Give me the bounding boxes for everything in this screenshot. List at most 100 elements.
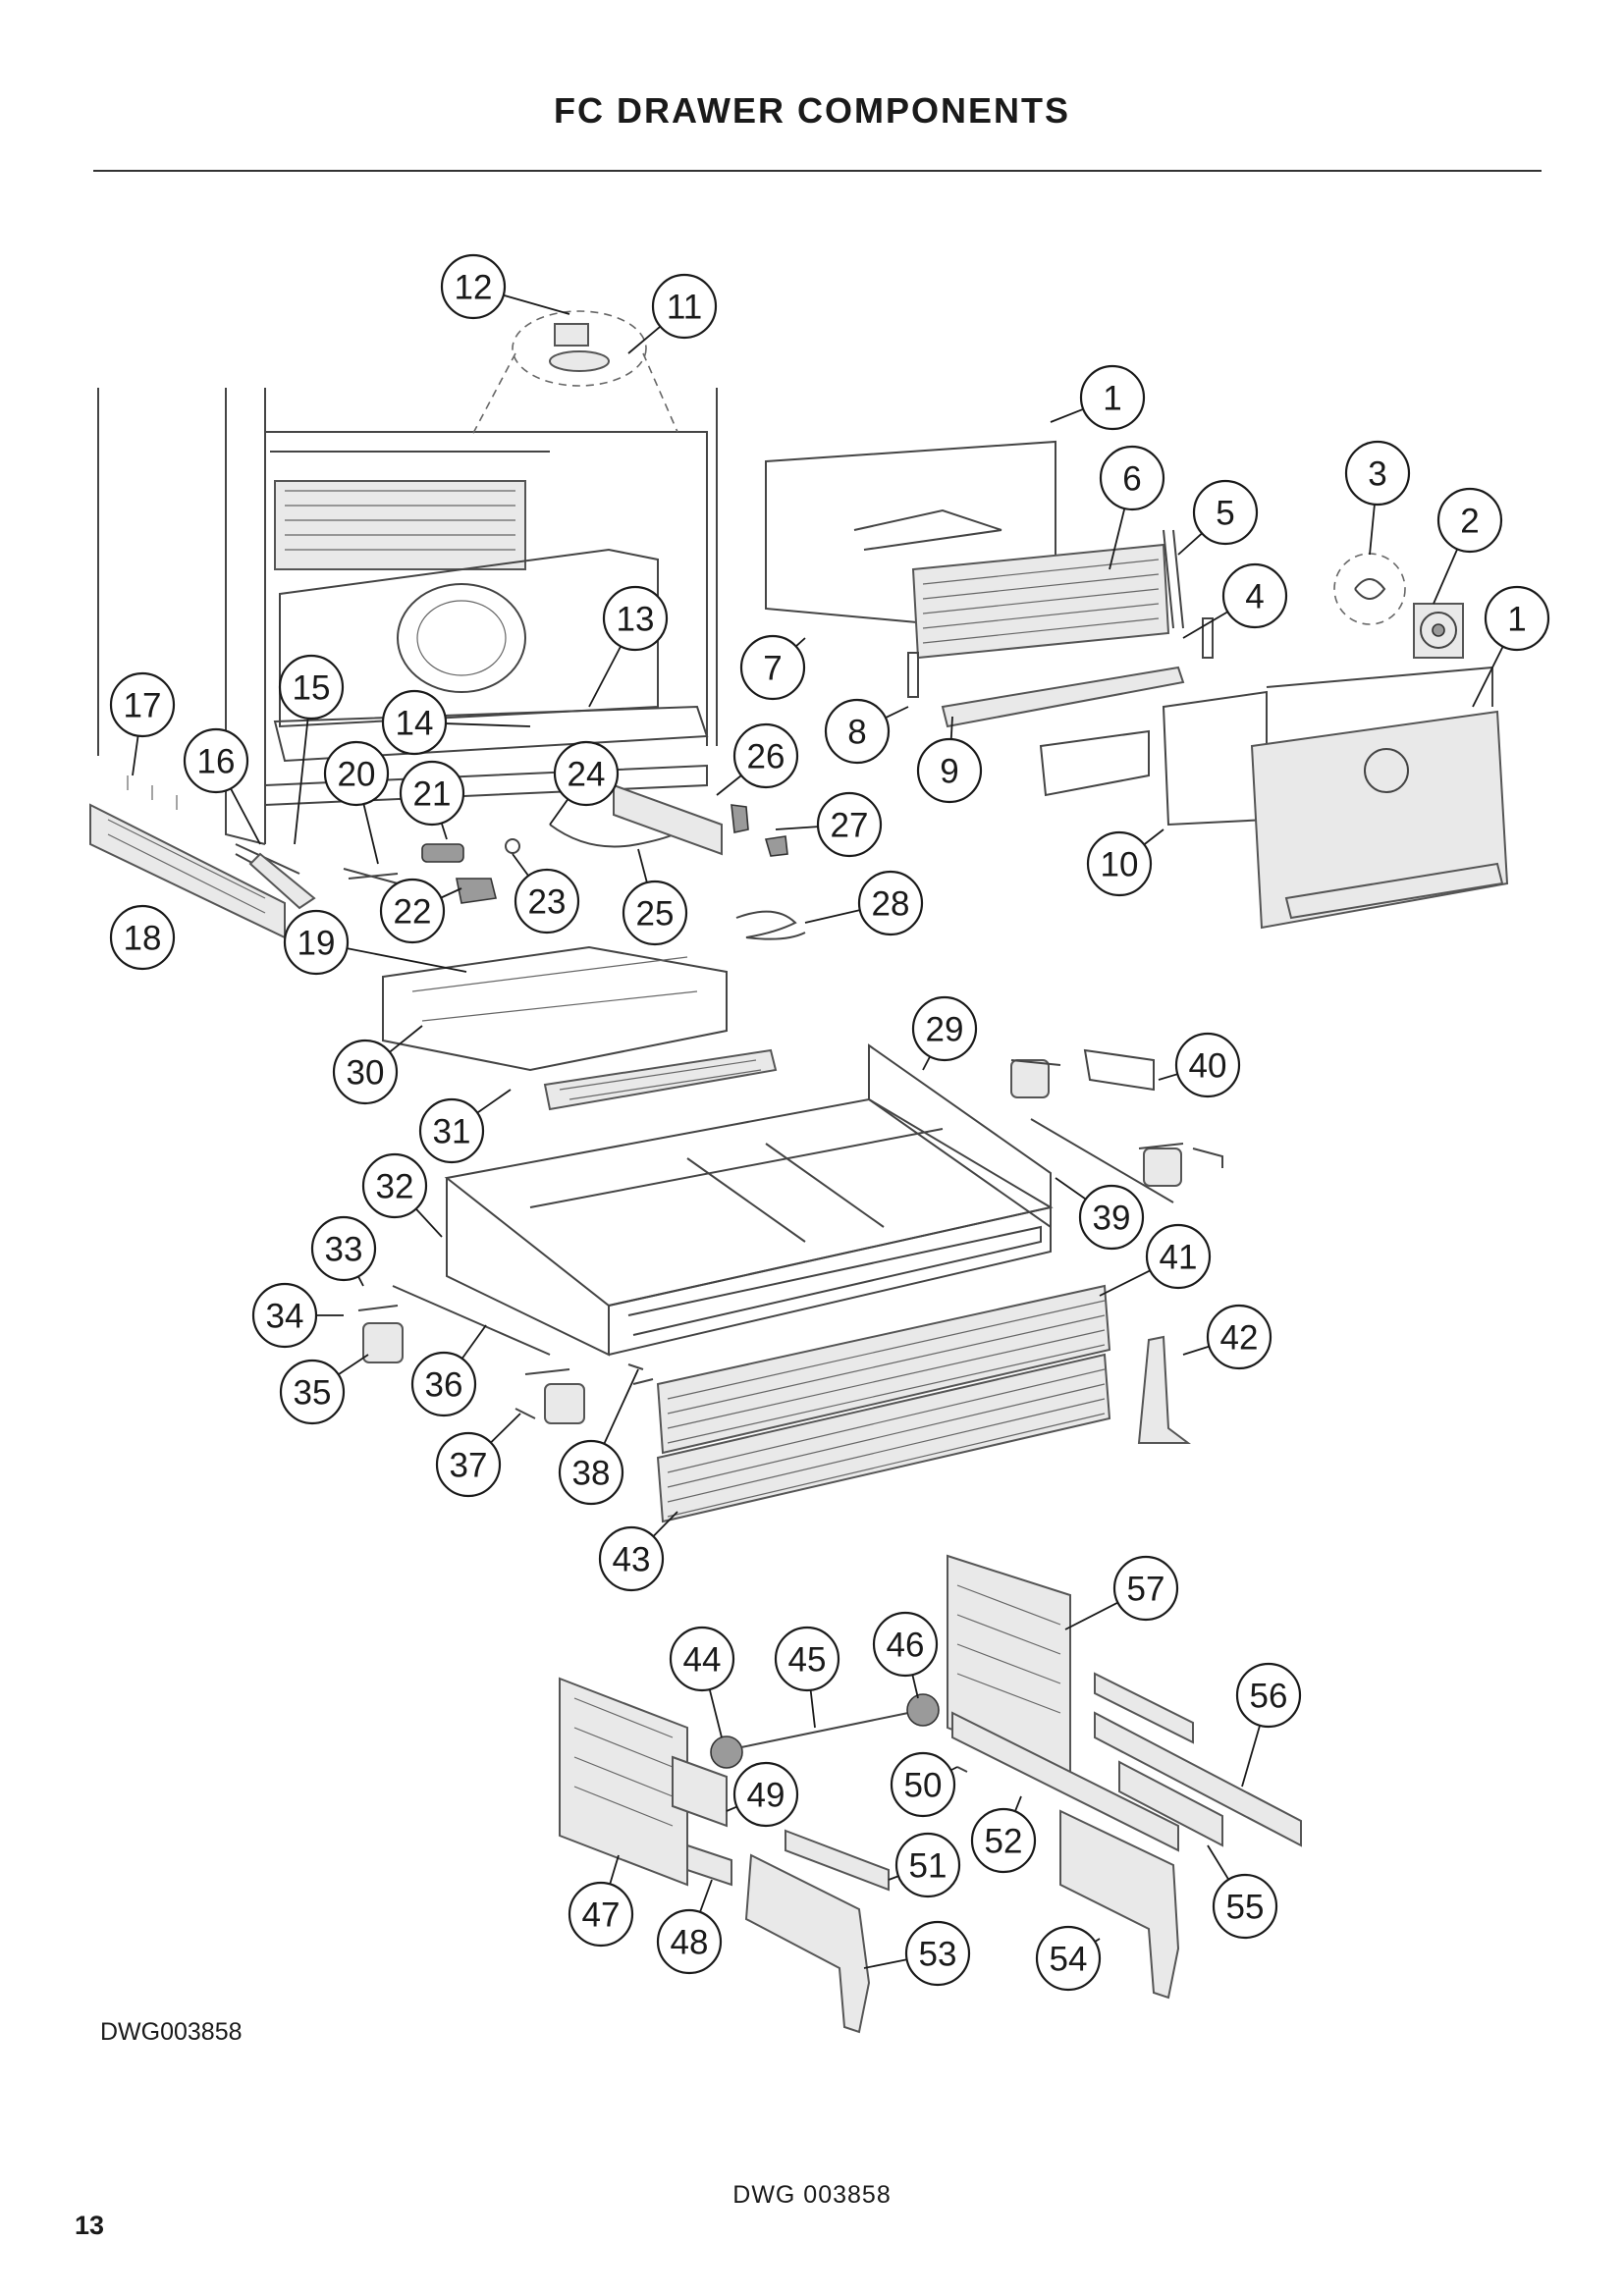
callout-24: 24 xyxy=(549,740,620,826)
leader-line xyxy=(490,1413,521,1444)
callout-number: 9 xyxy=(940,753,958,791)
right-rail-drawing xyxy=(613,783,806,940)
callout-circle xyxy=(732,1761,799,1828)
leader-line xyxy=(637,848,648,883)
callout-7: 7 xyxy=(739,634,806,701)
callout-circle xyxy=(916,737,983,804)
callout-circle xyxy=(109,671,176,738)
callout-number: 3 xyxy=(1368,455,1386,494)
callout-circle xyxy=(1086,830,1153,897)
callout-number: 19 xyxy=(298,925,336,963)
callout-number: 1 xyxy=(1507,601,1526,639)
callout-13: 13 xyxy=(588,585,669,708)
leader-line xyxy=(294,718,309,845)
callout-number: 30 xyxy=(347,1054,385,1093)
leader-line xyxy=(1241,1725,1261,1788)
leader-line xyxy=(389,1025,423,1053)
leader-line xyxy=(230,787,261,845)
callout-19: 19 xyxy=(283,909,467,976)
callout-12: 12 xyxy=(440,253,570,320)
callout-number: 34 xyxy=(266,1298,304,1336)
callout-circle xyxy=(669,1626,735,1692)
leader-line xyxy=(627,325,662,354)
callout-circle xyxy=(279,1359,346,1425)
callout-number: 26 xyxy=(747,738,785,776)
callout-44: 44 xyxy=(669,1626,735,1738)
callout-circle xyxy=(1212,1873,1278,1940)
callout-circle xyxy=(1112,1555,1179,1622)
callout-circle xyxy=(418,1097,485,1164)
leader-line xyxy=(1369,504,1376,556)
callout-number: 8 xyxy=(847,714,866,752)
leader-line xyxy=(716,774,742,796)
page-number: 13 xyxy=(75,2211,105,2240)
callout-34: 34 xyxy=(251,1282,344,1349)
callout-23: 23 xyxy=(512,853,580,934)
leader-line xyxy=(795,637,806,648)
callout-number: 32 xyxy=(376,1168,414,1206)
kick-panels-drawing xyxy=(656,1284,1191,1523)
callout-circle xyxy=(602,585,669,652)
callout-circle xyxy=(399,760,465,827)
callout-circle xyxy=(1078,1184,1145,1251)
callout-number: 44 xyxy=(683,1641,722,1680)
callout-55: 55 xyxy=(1207,1844,1278,1940)
leader-line xyxy=(652,1511,678,1537)
callout-27: 27 xyxy=(775,791,883,858)
callout-circle xyxy=(824,698,891,765)
callout-number: 31 xyxy=(433,1113,471,1151)
callout-number: 17 xyxy=(124,687,162,725)
callout-number: 36 xyxy=(425,1366,463,1405)
callout-number: 57 xyxy=(1127,1571,1165,1609)
leader-line xyxy=(804,909,861,924)
page-title: FC DRAWER COMPONENTS xyxy=(554,90,1070,131)
leader-line xyxy=(1055,1177,1087,1201)
cabinet-drawing xyxy=(97,310,718,845)
leader-line xyxy=(609,1854,620,1885)
callout-circle xyxy=(904,1920,971,1987)
drawer-base-drawing xyxy=(382,945,1054,1357)
callout-circle xyxy=(381,689,448,756)
leader-line xyxy=(1182,611,1228,639)
callout-number: 40 xyxy=(1189,1047,1227,1086)
callout-circle xyxy=(183,727,249,794)
callout-circle xyxy=(732,722,799,789)
callout-circle xyxy=(774,1626,840,1692)
callout-15: 15 xyxy=(278,654,345,845)
callout-number: 23 xyxy=(528,883,567,922)
callout-circle xyxy=(872,1611,939,1678)
leader-line xyxy=(1158,1073,1178,1081)
callout-number: 33 xyxy=(325,1231,363,1269)
callout-circle xyxy=(1484,585,1550,652)
leader-line xyxy=(911,1674,919,1699)
callout-22: 22 xyxy=(379,878,462,944)
callout-circle xyxy=(1192,479,1259,546)
callout-number: 54 xyxy=(1050,1941,1088,1979)
callout-number: 20 xyxy=(338,756,376,794)
leader-line xyxy=(440,887,462,899)
callout-number: 14 xyxy=(396,705,434,743)
callout-number: 48 xyxy=(671,1924,709,1962)
callout-51: 51 xyxy=(888,1832,961,1898)
leader-line xyxy=(950,1766,958,1772)
callout-number: 16 xyxy=(197,743,236,781)
callout-30: 30 xyxy=(332,1025,423,1105)
callout-circle xyxy=(816,791,883,858)
callout-14: 14 xyxy=(381,689,531,756)
leader-line xyxy=(885,706,909,719)
callout-number: 49 xyxy=(747,1777,785,1815)
leader-line xyxy=(445,722,531,727)
callout-circle xyxy=(568,1881,634,1948)
callout-39: 39 xyxy=(1055,1177,1145,1251)
leader-line xyxy=(1472,646,1504,708)
callout-circle xyxy=(1206,1304,1272,1370)
callout-number: 27 xyxy=(831,807,869,845)
leader-line xyxy=(699,1879,713,1913)
callout-46: 46 xyxy=(872,1611,939,1699)
callout-42: 42 xyxy=(1182,1304,1272,1370)
callout-circle xyxy=(440,253,507,320)
callout-number: 47 xyxy=(582,1896,621,1935)
callout-11: 11 xyxy=(627,273,718,354)
leader-line xyxy=(1064,1601,1118,1630)
